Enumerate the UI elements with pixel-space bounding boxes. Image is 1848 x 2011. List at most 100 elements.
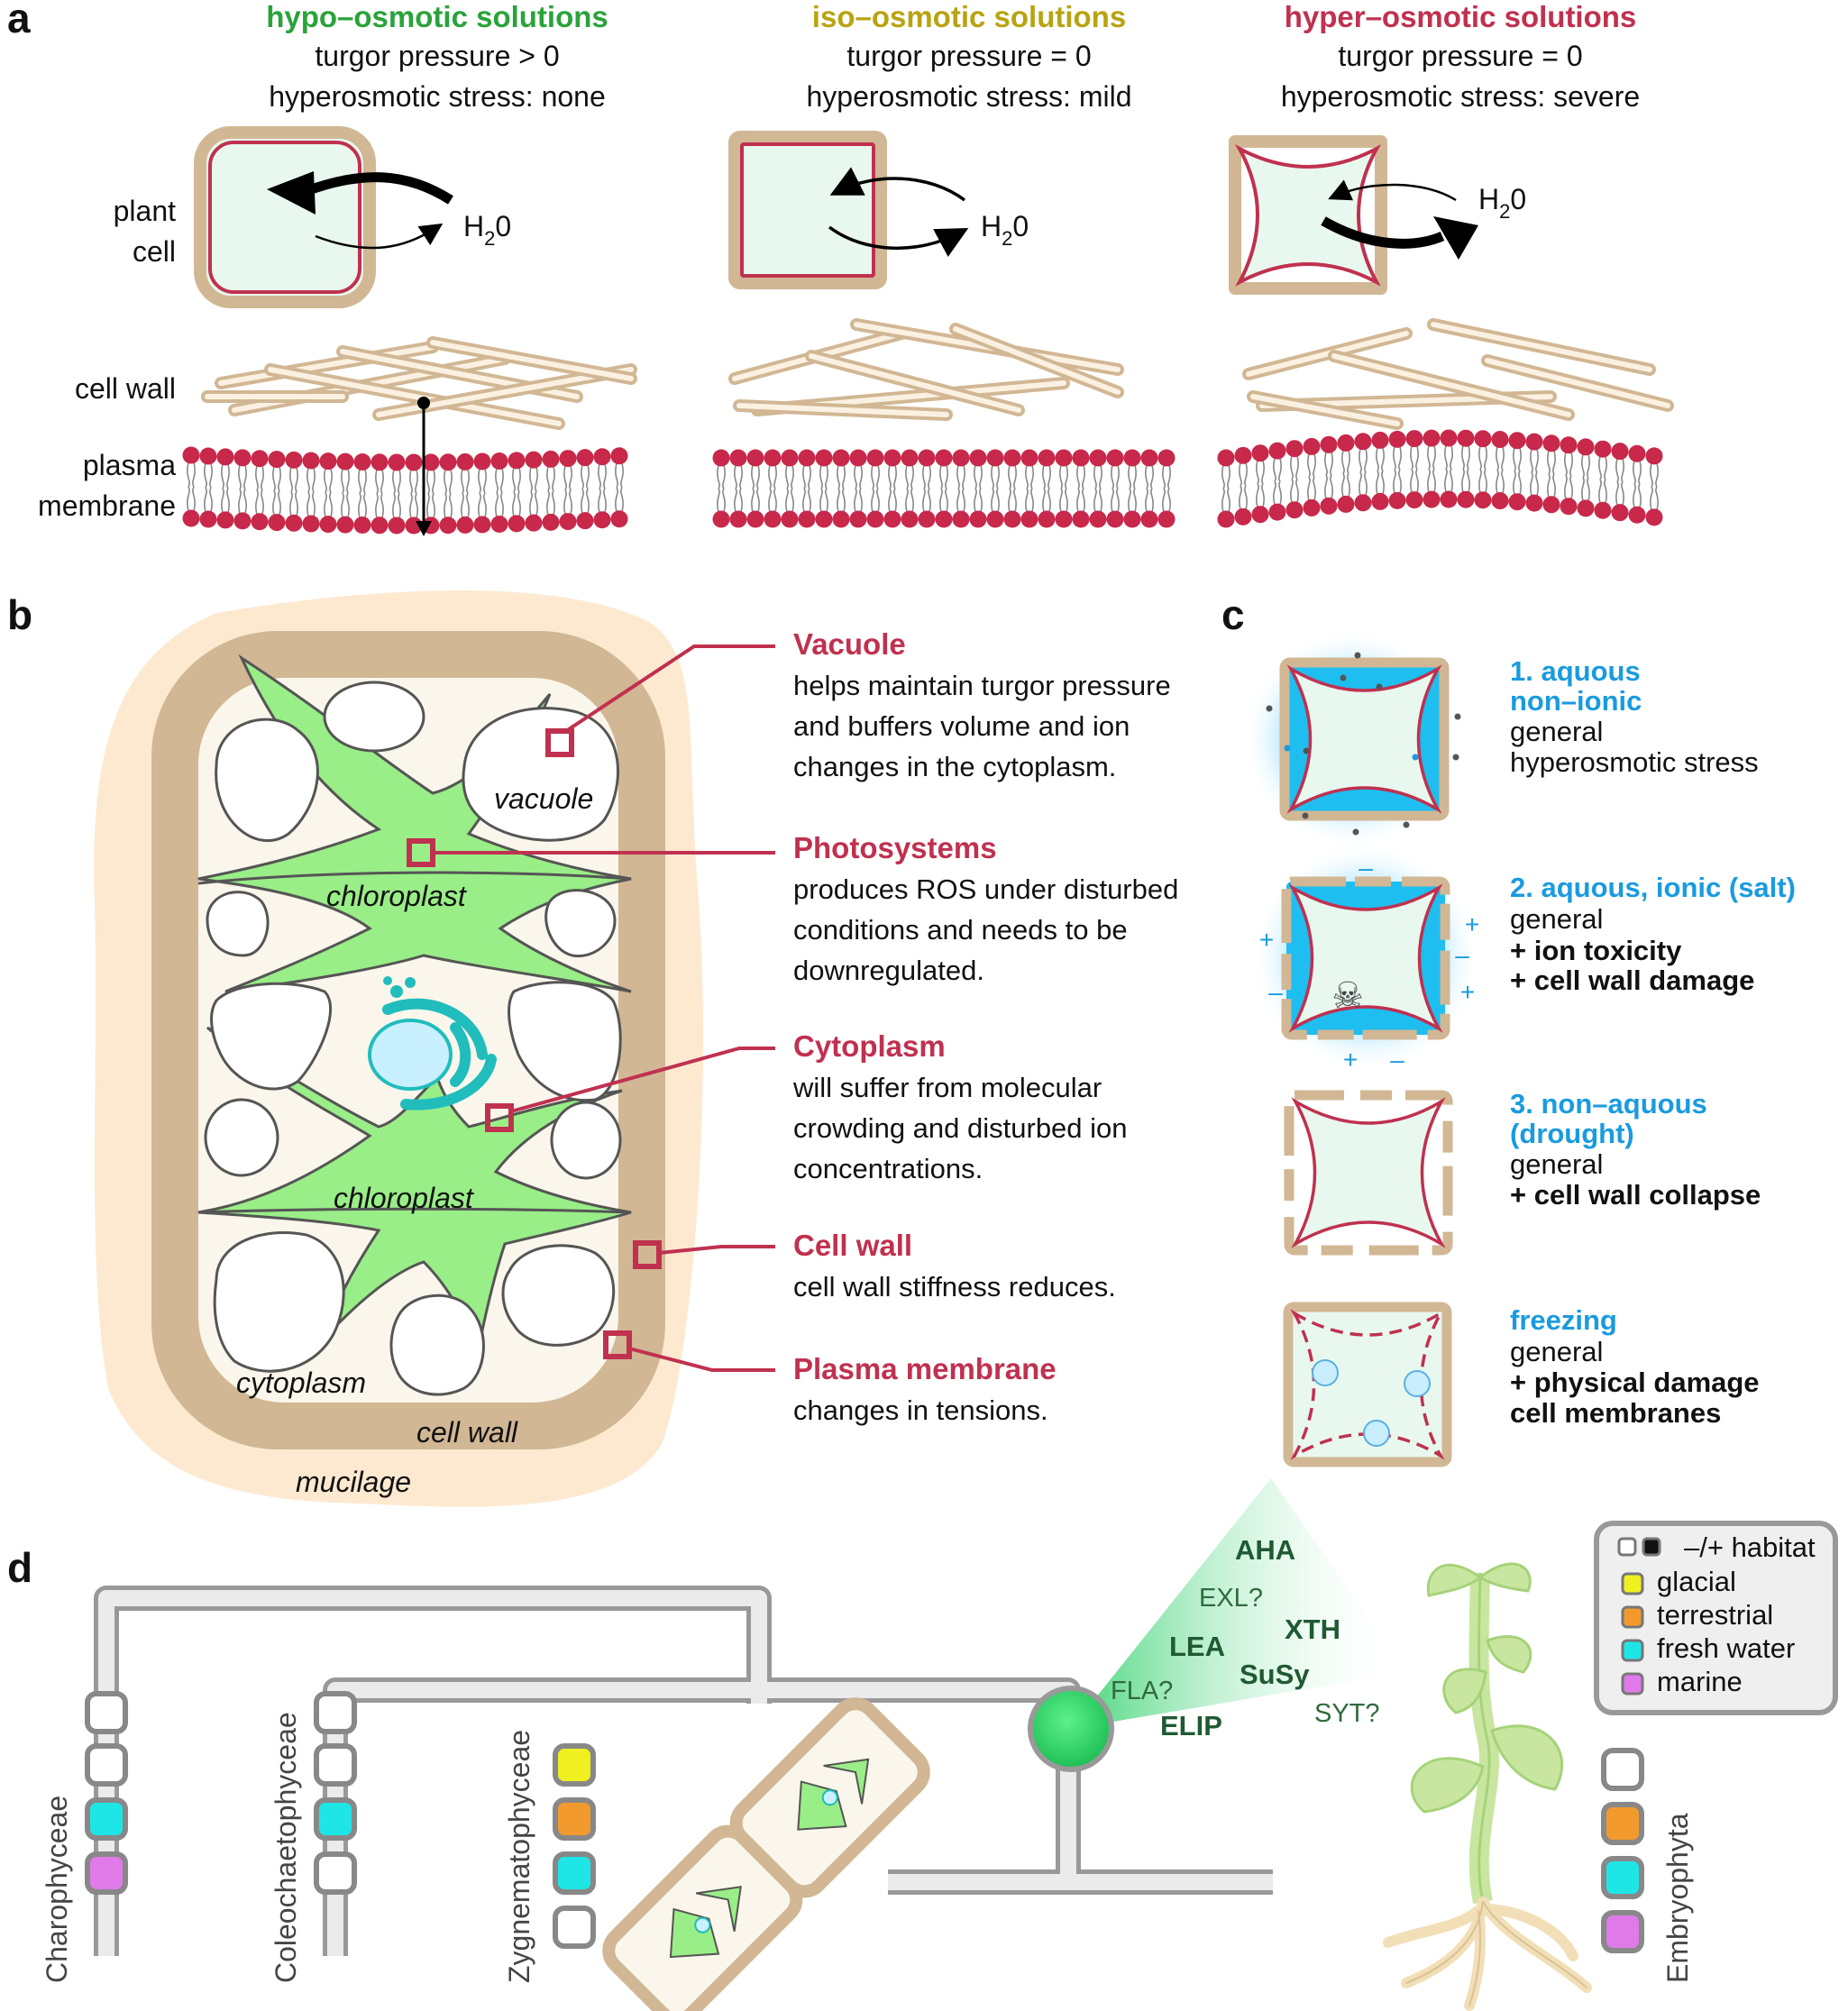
habitat-box [85,1851,128,1895]
lipid-head [525,451,543,469]
lipid-tail [945,488,948,513]
iso-cell: H20 [728,131,1029,289]
lipid-head [849,510,867,528]
lipid-tail [546,490,550,516]
lipid-tail [1359,471,1362,496]
lipid-head [1525,494,1543,512]
lipid-tail [928,464,931,489]
lipid-tail [449,493,453,518]
lipid-tail [238,489,242,515]
lipid-tail [466,493,470,518]
lipid-head [353,453,371,471]
lipid-head [1072,449,1090,467]
lipid-head [251,450,269,468]
lipid-head [1140,449,1158,467]
gene-lea: LEA [1169,1631,1225,1662]
lipid-tail [1638,461,1642,485]
lipid-head [1474,430,1492,448]
lipid-tail [1496,446,1499,471]
lipid-tail [324,468,327,494]
water-label-hyper: H20 [1478,183,1526,223]
lipid-head [1123,510,1141,528]
lipid-tail [1025,488,1029,513]
lipid-head [901,449,919,467]
lipid-head [1440,429,1458,447]
panel-letter-b: b [7,591,32,638]
lipid-tail [444,469,447,495]
lipid-tail [1261,460,1265,485]
lipid-tail [1347,450,1350,474]
lipid-tail [1128,488,1131,513]
lipid-tail [1059,488,1063,513]
water-influx-arrow [829,167,966,202]
lipid-tail [1324,474,1328,499]
lipid-head [1268,503,1286,521]
lipid-head [593,511,611,529]
habitat-box [85,1691,128,1734]
lipid-head [1234,446,1252,464]
lipid-tail [717,464,720,489]
habitat-box [1601,1856,1644,1899]
gene-labels: AHA EXL? XTH LEA SuSy FLA? ELIP SYT? [1111,1534,1380,1741]
lipid-tail [756,488,760,513]
lipid-tail [517,467,521,493]
lipid-head [1474,491,1492,509]
lipid-tail [295,490,298,516]
lipid-tail [819,464,823,489]
water-efflux-arrow [1321,216,1445,249]
lipid-head [1371,431,1389,449]
lipid-tail [500,492,504,517]
lipid-head [216,448,234,466]
stress-3-title-line-2: (drought) [1510,1118,1634,1149]
cellulose-fiber-core [1485,358,1670,408]
lipid-tail [329,492,333,517]
habitat-box [553,1906,596,1949]
lipid-tail [922,464,926,489]
lipid-tail [1290,479,1294,503]
lipid-head [1320,435,1338,453]
lipid-tail [1564,452,1568,477]
cell-wall-label-b: cell wall [416,1416,518,1449]
lipid-tail [1621,481,1624,506]
lipid-head [559,513,577,531]
lipid-head [1020,449,1038,467]
lipid-tail [785,464,789,489]
lipid-head [1508,432,1526,450]
lipid-tail [603,463,607,489]
legend-swatch-marine [1621,1672,1644,1696]
lipid-head [952,449,970,467]
lipid-tail [1587,453,1590,479]
lipid-head [576,449,594,467]
tension-arrow [416,397,432,536]
lipid-tail [974,488,977,513]
lipid-tail [905,464,909,489]
habitat-box [1601,1748,1644,1791]
lipid-head [285,451,303,469]
lipid-tail [461,493,464,518]
lipid-tail [768,464,772,489]
stress-4-line-1: general [1510,1336,1603,1367]
lipid-tail [1501,470,1505,494]
lipid-head [508,452,526,470]
lipid-head [525,514,543,532]
lipid-tail [842,488,846,513]
lipid-head [1003,449,1021,467]
lipid-head [798,510,816,528]
lipid-tail [295,467,298,492]
lipid-tail [1042,488,1046,513]
lipid-head [1542,434,1560,452]
lipid-tail [888,488,892,513]
lipid-tail [1427,444,1431,470]
lipid-head [883,510,901,528]
lipid-head [866,449,884,467]
lipid-head [285,514,303,532]
lipid-tail [1655,486,1659,511]
lipid-tail [1381,470,1385,495]
gene-xth: XTH [1285,1613,1340,1645]
ice-crystal-icon [1312,1359,1431,1447]
lipid-tail [1478,469,1482,493]
panel-letter-d: d [7,1544,32,1591]
lipid-tail [1650,486,1653,511]
lipid-head [1217,449,1235,467]
